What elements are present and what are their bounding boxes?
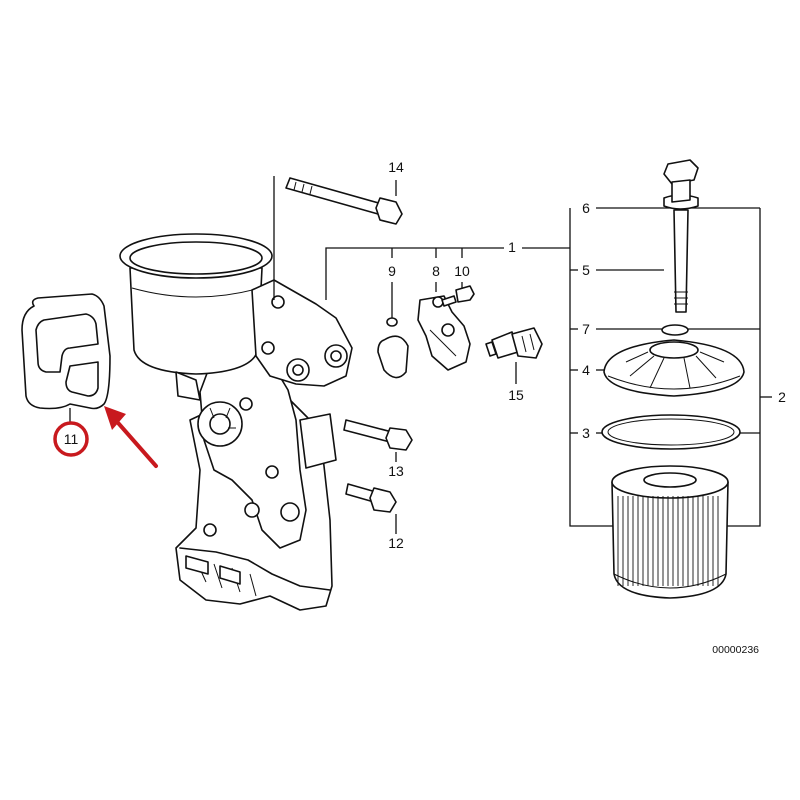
callout-6: 6 bbox=[582, 200, 590, 216]
housing-bolt-part-6 bbox=[663, 159, 699, 313]
filter-pleats bbox=[617, 496, 719, 586]
callout-8: 8 bbox=[432, 263, 440, 279]
callout-15: 15 bbox=[508, 387, 524, 403]
callout-12: 12 bbox=[388, 535, 404, 551]
callout-10: 10 bbox=[454, 263, 470, 279]
sensor-bracket-part-8 bbox=[417, 295, 471, 371]
callout-14: 14 bbox=[388, 159, 404, 175]
highlight-arrow bbox=[104, 406, 158, 468]
highlight-circle bbox=[53, 421, 89, 457]
callout-3: 3 bbox=[582, 425, 590, 441]
callout-9: 9 bbox=[388, 263, 396, 279]
filter-element-part-2 bbox=[611, 465, 729, 599]
bolt-part-12 bbox=[345, 483, 397, 513]
filter-cover-part-4 bbox=[603, 339, 745, 397]
o-ring-part-7 bbox=[661, 324, 689, 336]
reference-code: 00000236 bbox=[712, 644, 759, 656]
screw-part-10 bbox=[441, 285, 475, 307]
gasket-part-11 bbox=[21, 293, 111, 424]
o-ring-part-3 bbox=[601, 414, 741, 450]
filter-housing bbox=[119, 233, 353, 611]
callout-1: 1 bbox=[508, 239, 516, 255]
callout-4: 4 bbox=[582, 362, 590, 378]
o-ring-part-9 bbox=[377, 317, 409, 379]
callout-5: 5 bbox=[582, 262, 590, 278]
callout-11: 11 bbox=[64, 431, 79, 447]
oil-pressure-switch-part-15 bbox=[485, 327, 543, 359]
callout-2: 2 bbox=[778, 389, 786, 405]
bolt-part-13 bbox=[343, 419, 413, 451]
bolt-part-14 bbox=[285, 177, 403, 225]
callout-7: 7 bbox=[582, 321, 590, 337]
callout-13: 13 bbox=[388, 463, 404, 479]
